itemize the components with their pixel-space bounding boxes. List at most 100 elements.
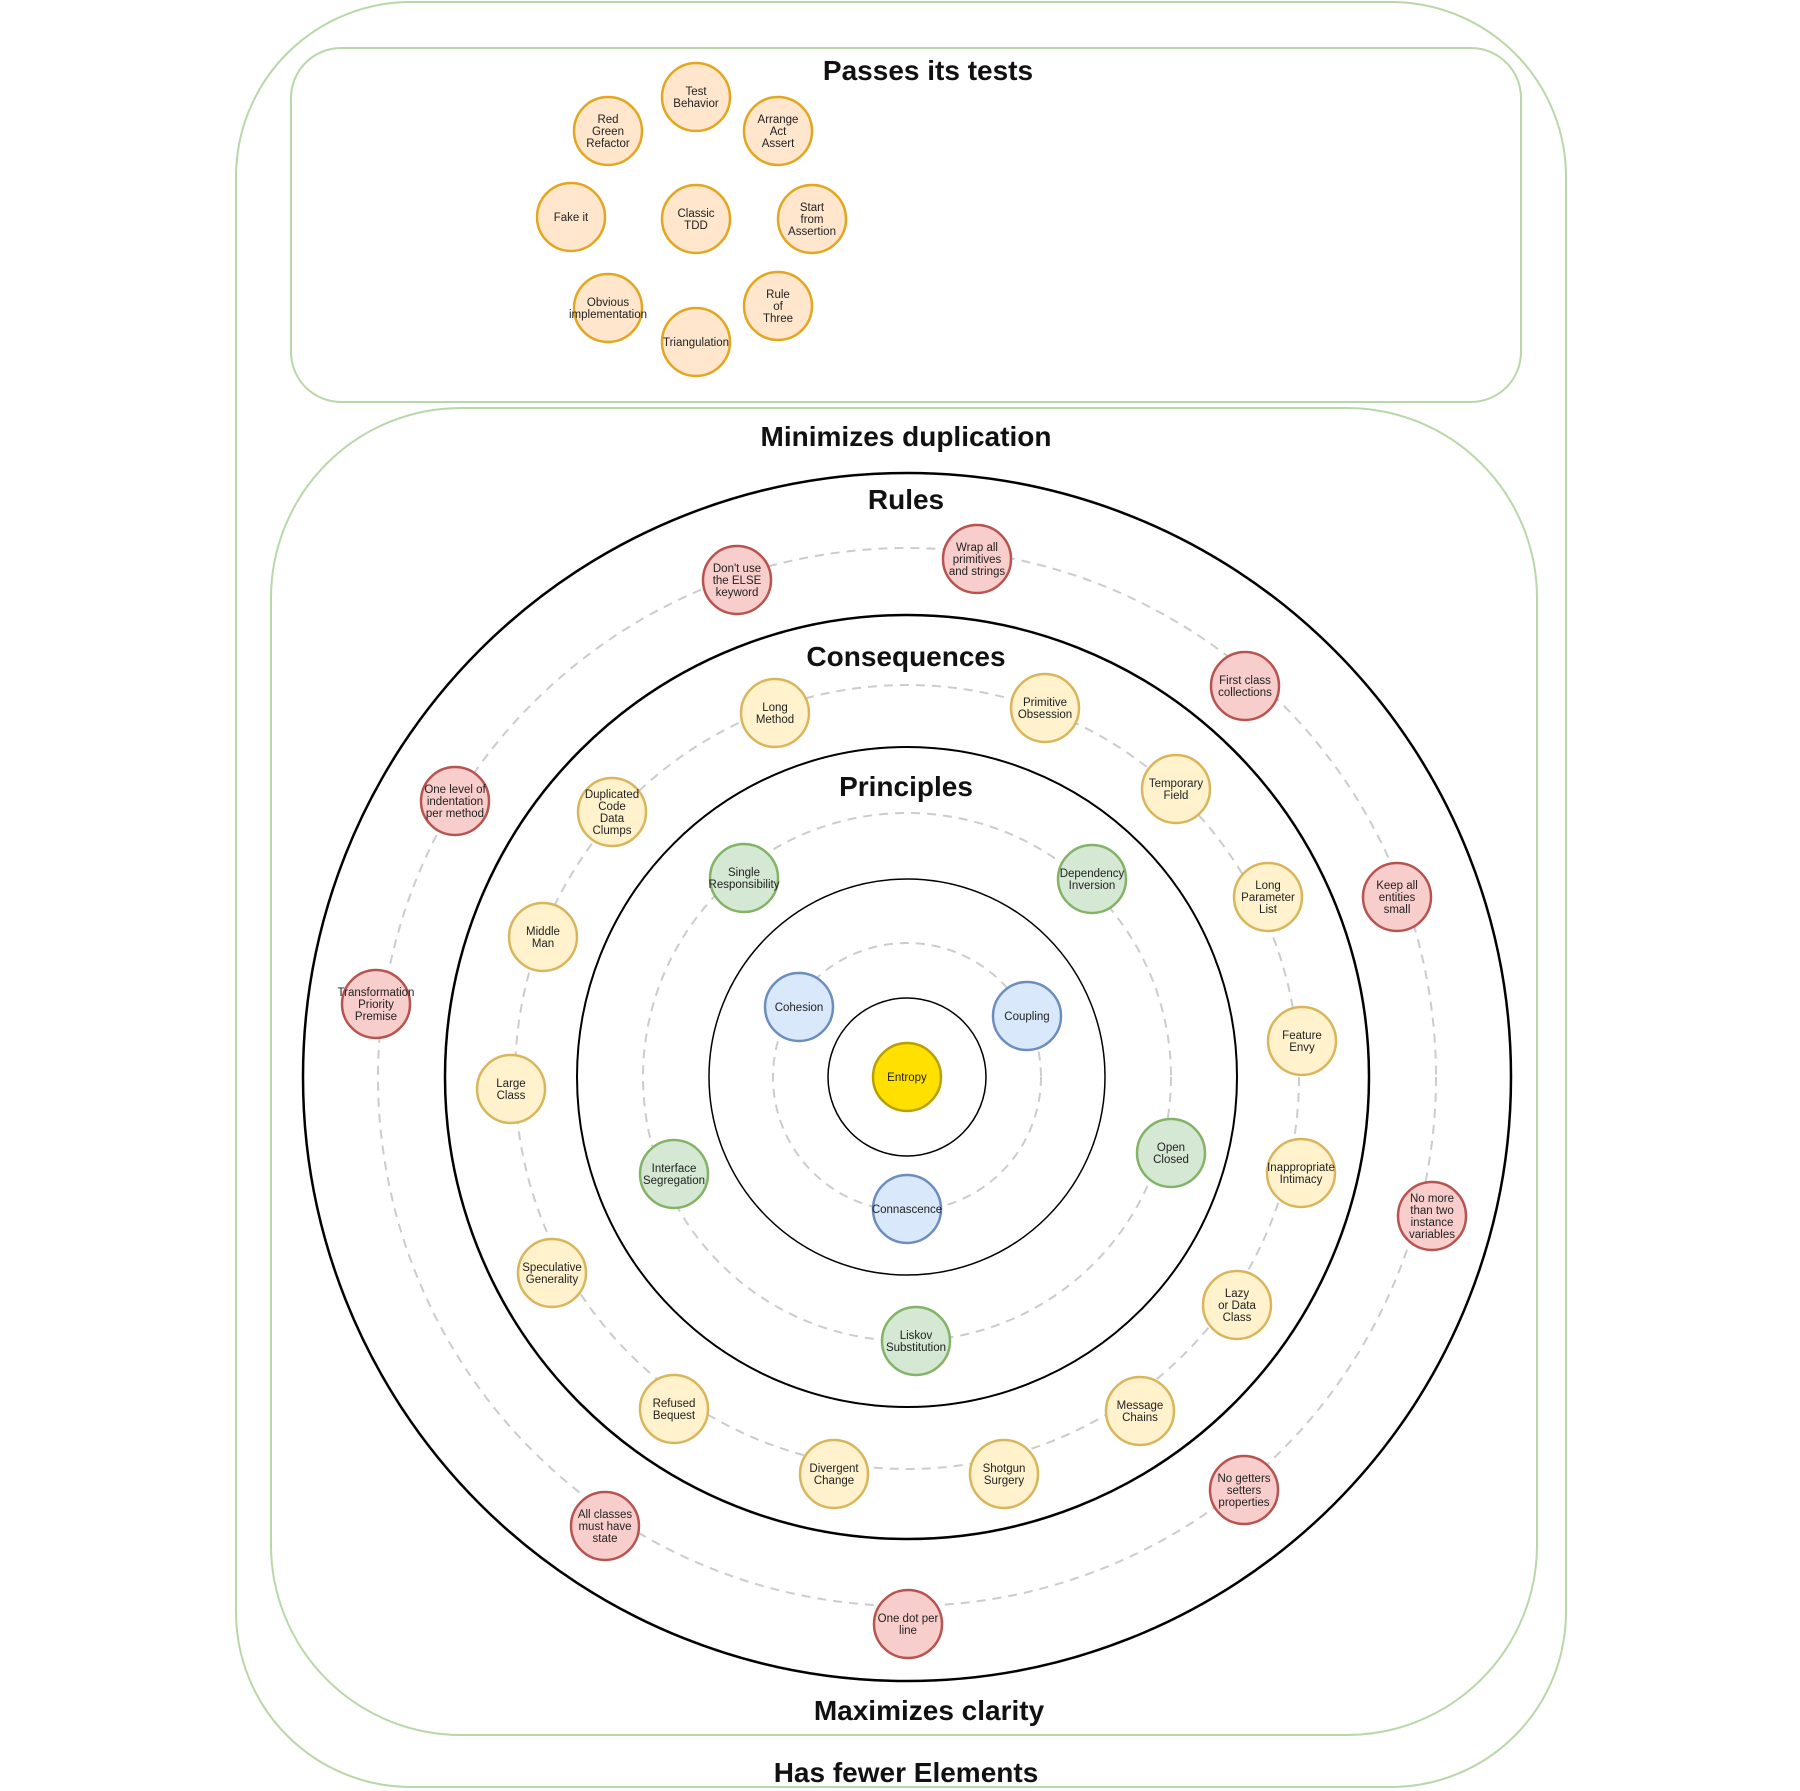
principles-ring bbox=[576, 746, 1238, 1408]
consequence-node-circle bbox=[507, 901, 579, 973]
tdd-practice-node-circle bbox=[660, 306, 732, 378]
rule-node-circle bbox=[419, 765, 491, 837]
principle-node-circle bbox=[880, 1305, 952, 1377]
core-concept-node-label: Connascence bbox=[872, 1204, 942, 1216]
entropy-center-node: Entropy bbox=[871, 1041, 943, 1113]
principle-node-circle bbox=[1056, 843, 1128, 915]
core-concept-node-label: Cohesion bbox=[775, 1002, 824, 1014]
core-concept-node-circle bbox=[871, 1173, 943, 1245]
heading-consequences: Consequences bbox=[806, 641, 1005, 672]
principles-orbit bbox=[642, 812, 1172, 1342]
tdd-practice-node: Triangulation bbox=[660, 306, 732, 378]
passes-tests-frame bbox=[290, 47, 1522, 403]
rule-node-circle bbox=[872, 1588, 944, 1660]
consequences-ring bbox=[443, 613, 1371, 1541]
maximizes-clarity-frame bbox=[270, 407, 1538, 1736]
consequence-node-circle bbox=[475, 1053, 547, 1125]
principle-node-circle bbox=[1135, 1117, 1207, 1189]
core-concept-node: Cohesion bbox=[763, 971, 835, 1043]
heading-maximizes-clarity: Maximizes clarity bbox=[814, 1695, 1045, 1726]
core-concept-node: Coupling bbox=[991, 980, 1063, 1052]
consequence-node-circle bbox=[576, 776, 648, 848]
tdd-practice-node-circle bbox=[742, 270, 814, 342]
heading-rules: Rules bbox=[868, 484, 944, 515]
core-concept-node-label: Coupling bbox=[1004, 1011, 1049, 1023]
tdd-practice-node-circle bbox=[742, 95, 814, 167]
rule-node-circle bbox=[1208, 1454, 1280, 1526]
rule-node-circle bbox=[1209, 650, 1281, 722]
consequence-node-circle bbox=[516, 1237, 588, 1309]
entropy-center-node-label: Entropy bbox=[887, 1072, 927, 1084]
tdd-practice-node-circle bbox=[572, 95, 644, 167]
consequence-node-circle bbox=[1232, 861, 1304, 933]
consequence-node-circle bbox=[1104, 1375, 1176, 1447]
consequence-node-circle bbox=[1266, 1005, 1338, 1077]
rule-node-circle bbox=[1396, 1180, 1468, 1252]
tdd-practice-node: Fake it bbox=[535, 181, 607, 253]
heading-passes-its-tests: Passes its tests bbox=[823, 55, 1033, 86]
principle-node-circle bbox=[638, 1138, 710, 1210]
consequence-node-circle bbox=[1201, 1269, 1273, 1341]
heading-principles: Principles bbox=[839, 771, 973, 802]
rule-node-circle bbox=[1361, 861, 1433, 933]
center-ring bbox=[827, 997, 987, 1157]
consequence-node-circle bbox=[1009, 672, 1081, 744]
tdd-practice-node-circle bbox=[572, 272, 644, 344]
tdd-practice-node-label: Triangulation bbox=[663, 337, 729, 349]
tdd-practice-node-label: Fake it bbox=[554, 212, 589, 224]
rule-node-circle bbox=[569, 1490, 641, 1562]
principle-node-circle bbox=[708, 842, 780, 914]
heading-minimizes-duplication: Minimizes duplication bbox=[761, 421, 1052, 452]
tdd-practice-node-circle bbox=[776, 183, 848, 255]
